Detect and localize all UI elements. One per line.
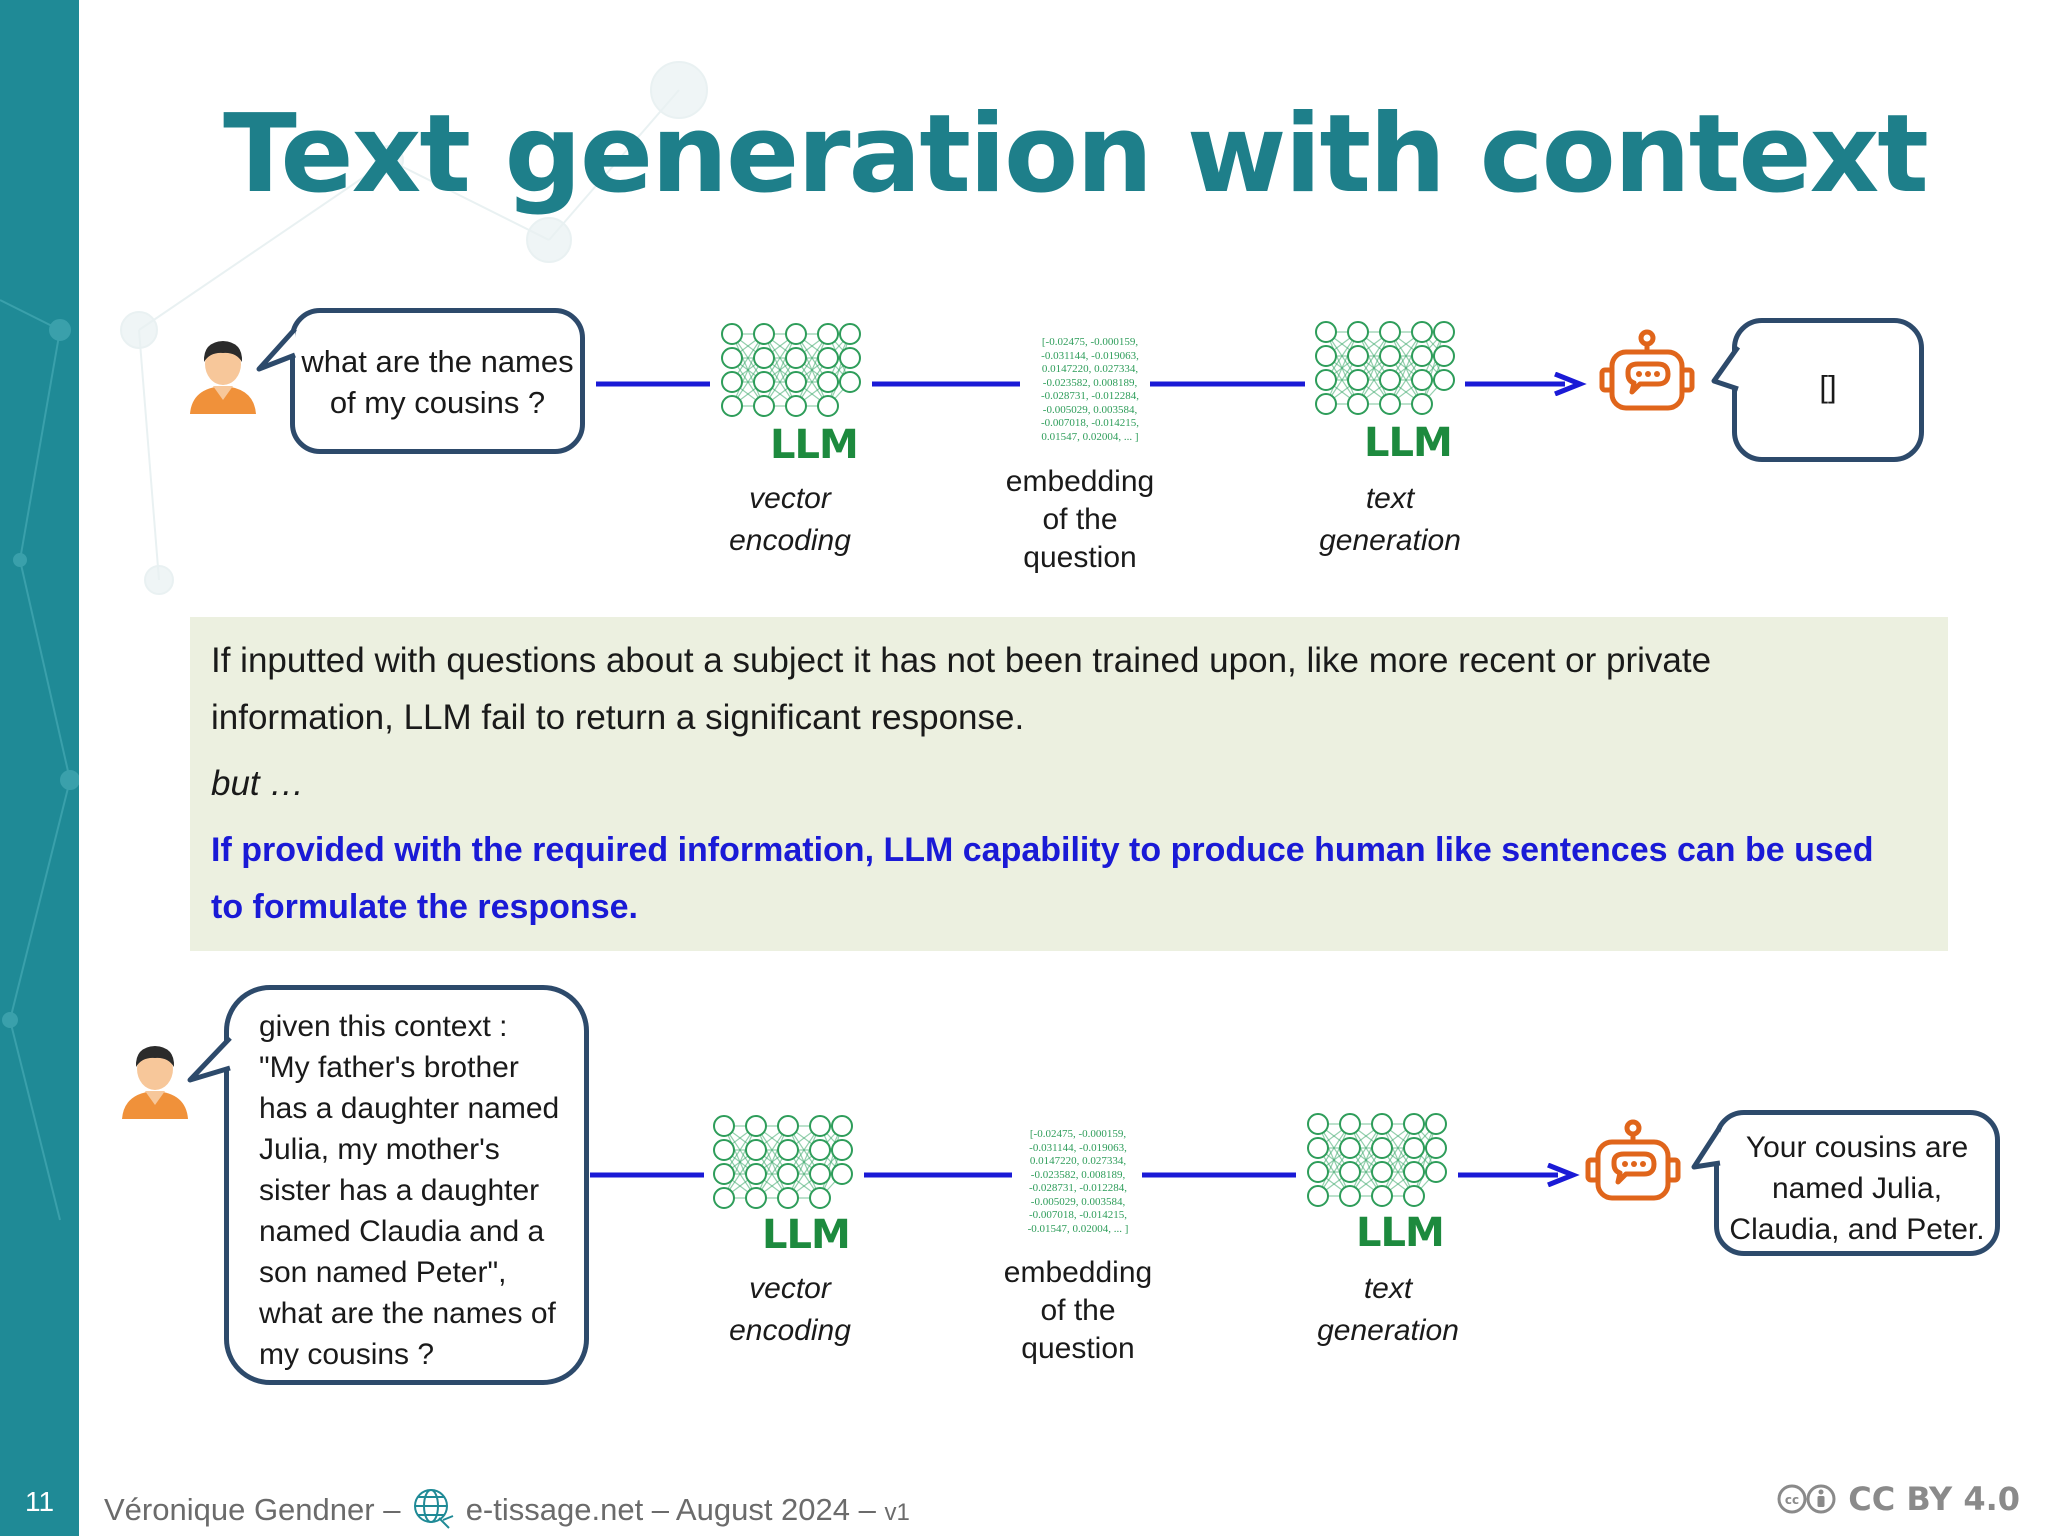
footer-credits: Véronique Gendner – e-tissage.net – Augu… xyxy=(104,1486,910,1530)
neural-network-icon xyxy=(713,1115,853,1209)
robot-chat-icon xyxy=(1585,1119,1681,1201)
question-bubble: what are the names of my cousins ? xyxy=(290,308,585,454)
cc-icon: cc xyxy=(1777,1484,1836,1514)
globe-logo-icon xyxy=(414,1489,454,1529)
neural-network-icon xyxy=(1315,321,1455,415)
license-badge: cc CC BY 4.0 xyxy=(1777,1480,2020,1518)
context-text: given this context :"My father's brother… xyxy=(259,1010,560,1371)
context-bubble: given this context :"My father's brother… xyxy=(224,985,589,1385)
answer-text: [] xyxy=(1819,369,1837,404)
info-highlight-2: to formulate the response. xyxy=(211,888,638,926)
neural-network-icon xyxy=(721,323,861,417)
answer-bubble: [] xyxy=(1732,318,1924,462)
context-bubble-tail xyxy=(187,1036,232,1083)
footer-version: v1 xyxy=(884,1499,910,1526)
info-but: but … xyxy=(211,764,305,803)
neural-network-icon xyxy=(1307,1113,1447,1207)
info-line-2: information, LLM fail to return a signif… xyxy=(211,698,1025,737)
sidebar-network-decoration xyxy=(0,299,79,1221)
embedding-vector: [-0.02475, -0.000159,-0.031144, -0.01906… xyxy=(1040,336,1140,443)
embedding-vector: [-0.02475, -0.000159,-0.031144, -0.01906… xyxy=(1027,1128,1129,1235)
left-accent-bar xyxy=(0,0,79,1536)
license-text: CC BY 4.0 xyxy=(1848,1480,2020,1518)
answer-bubble-tail xyxy=(1711,345,1741,392)
footer-site: e-tissage.net – August 2024 – xyxy=(465,1492,876,1527)
llm-label: LLM xyxy=(762,1212,851,1258)
background-network-decoration xyxy=(120,61,708,595)
bottom-flow-arrows xyxy=(590,1163,1580,1187)
top-flow-arrows xyxy=(596,372,1587,396)
user-icon xyxy=(122,1046,188,1119)
slide-title: Text generation with context xyxy=(223,92,1929,217)
user-icon xyxy=(190,341,256,414)
llm-label: LLM xyxy=(1364,420,1453,466)
robot-chat-icon xyxy=(1599,329,1695,411)
question-bubble-tail xyxy=(256,327,297,372)
info-highlight-1: If provided with the required informatio… xyxy=(211,831,1874,869)
footer-author: Véronique Gendner – xyxy=(104,1492,401,1527)
page-number: 11 xyxy=(24,1486,55,1517)
llm-label: LLM xyxy=(770,422,859,468)
answer-bubble-tail xyxy=(1691,1125,1723,1170)
question-text: what are the names of my cousins ? xyxy=(301,344,574,420)
info-box: If inputted with questions about a subje… xyxy=(190,617,1948,951)
svg-text:cc: cc xyxy=(1785,1493,1799,1507)
llm-label: LLM xyxy=(1356,1210,1445,1256)
info-line-1: If inputted with questions about a subje… xyxy=(211,641,1712,680)
